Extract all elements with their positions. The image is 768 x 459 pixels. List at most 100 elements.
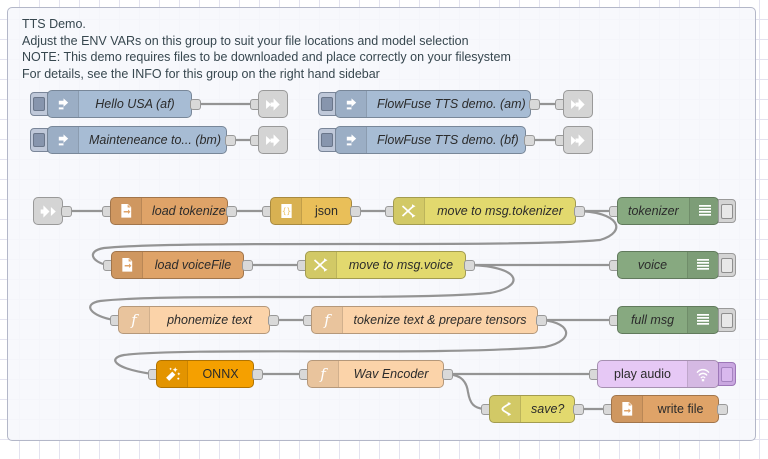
function-f-icon: f xyxy=(119,307,150,333)
output-port-wav-encoder[interactable] xyxy=(442,369,453,380)
debug-lines-icon xyxy=(688,198,718,224)
inject-button-glyph xyxy=(321,97,333,111)
link-out-icon xyxy=(564,127,592,153)
svg-text:f: f xyxy=(323,312,332,328)
node-json[interactable]: {} json xyxy=(270,197,352,225)
group-comment: TTS Demo. Adjust the ENV VARs on this gr… xyxy=(22,17,511,81)
node-file-write[interactable]: write file xyxy=(611,395,719,423)
debug-toggle-voice[interactable] xyxy=(718,253,736,277)
debug-toggle-full-msg[interactable] xyxy=(718,308,736,332)
inject-button-hello-usa[interactable] xyxy=(30,92,48,116)
change-shuffle-icon xyxy=(394,198,425,224)
node-debug-tokenizer[interactable]: tokenizer xyxy=(617,197,719,225)
output-port-onnx[interactable] xyxy=(252,369,263,380)
node-label: move to msg.voice xyxy=(348,258,454,272)
output-port-json[interactable] xyxy=(350,206,361,217)
function-f-icon: f xyxy=(308,361,339,387)
node-link-out-2[interactable] xyxy=(258,126,288,154)
node-inject-maintenance[interactable]: Mainteneance to... (bm) xyxy=(47,126,227,154)
debug-toggle-tokenizer[interactable] xyxy=(718,199,736,223)
node-link-out-1[interactable] xyxy=(258,90,288,118)
node-debug-full-msg[interactable]: full msg xyxy=(617,306,719,334)
output-port-change-voice[interactable] xyxy=(464,260,475,271)
file-in-icon xyxy=(111,198,142,224)
node-link-out-4[interactable] xyxy=(563,126,593,154)
node-inject-flowfuse-bf[interactable]: FlowFuse TTS demo. (bf) xyxy=(335,126,526,154)
node-label: write file xyxy=(657,402,704,416)
output-port-save[interactable] xyxy=(573,404,584,415)
node-change-move-voice[interactable]: move to msg.voice xyxy=(305,251,466,279)
node-label: tokenizer xyxy=(628,204,679,218)
output-port-load-tokenizer[interactable] xyxy=(226,206,237,217)
node-label: Mainteneance to... (bm) xyxy=(89,133,222,147)
node-label: full msg xyxy=(630,313,675,327)
node-label: save? xyxy=(531,402,565,416)
node-label: voice xyxy=(637,258,668,272)
json-braces-icon: {} xyxy=(271,198,302,224)
output-port-write-file[interactable] xyxy=(717,404,728,415)
output-port-change-tokenizer[interactable] xyxy=(574,206,585,217)
debug-toggle-glyph xyxy=(721,257,733,273)
inject-button-flowfuse-am[interactable] xyxy=(318,92,336,116)
node-inject-hello-usa[interactable]: Hello USA (af) xyxy=(47,90,192,118)
output-port-tokenize[interactable] xyxy=(536,315,547,326)
node-switch-save[interactable]: save? xyxy=(489,395,575,423)
node-label: load tokenizer xyxy=(152,204,228,218)
node-function-phonemize[interactable]: f phonemize text xyxy=(118,306,270,334)
change-shuffle-icon xyxy=(306,252,337,278)
inject-button-flowfuse-bf[interactable] xyxy=(318,128,336,152)
node-label: Hello USA (af) xyxy=(95,97,175,111)
output-port-load-voicefile[interactable] xyxy=(242,260,253,271)
debug-lines-icon xyxy=(687,307,718,333)
svg-text:{}: {} xyxy=(281,207,290,216)
node-function-wav-encoder[interactable]: f Wav Encoder xyxy=(307,360,444,388)
output-port-inject-hello-usa[interactable] xyxy=(190,99,201,110)
inject-arrow-icon xyxy=(48,91,79,117)
inject-button-glyph xyxy=(33,133,45,147)
output-port-inject-flowfuse-am[interactable] xyxy=(529,99,540,110)
node-label: load voiceFile xyxy=(154,258,232,272)
node-inject-flowfuse-am[interactable]: FlowFuse TTS demo. (am) xyxy=(335,90,531,118)
node-debug-voice[interactable]: voice xyxy=(617,251,719,279)
node-label: move to msg.tokenizer xyxy=(437,204,563,218)
magic-wand-icon xyxy=(157,361,188,387)
debug-lines-icon xyxy=(687,252,718,278)
audio-toggle-play[interactable] xyxy=(718,362,736,386)
debug-toggle-glyph xyxy=(721,312,733,328)
file-in-icon xyxy=(112,252,143,278)
node-file-load-voicefile[interactable]: load voiceFile xyxy=(111,251,244,279)
inject-arrow-icon xyxy=(48,127,79,153)
node-change-move-tokenizer[interactable]: move to msg.tokenizer xyxy=(393,197,576,225)
svg-text:f: f xyxy=(130,312,139,328)
link-out-icon xyxy=(259,127,287,153)
sound-wave-icon xyxy=(687,361,718,387)
debug-toggle-glyph xyxy=(721,203,733,219)
node-link-out-3[interactable] xyxy=(563,90,593,118)
inject-button-glyph xyxy=(33,97,45,111)
node-label: tokenize text & prepare tensors xyxy=(353,313,527,327)
node-audio-play[interactable]: play audio xyxy=(597,360,719,388)
node-link-in-1[interactable] xyxy=(33,197,63,225)
link-out-icon xyxy=(259,91,287,117)
file-out-icon xyxy=(612,396,643,422)
function-f-icon: f xyxy=(312,307,343,333)
node-label: json xyxy=(315,204,338,218)
output-port-inject-flowfuse-bf[interactable] xyxy=(524,135,535,146)
node-label: FlowFuse TTS demo. (am) xyxy=(377,97,526,111)
inject-button-glyph xyxy=(321,133,333,147)
node-onnx[interactable]: ONNX xyxy=(156,360,254,388)
inject-button-maintenance[interactable] xyxy=(30,128,48,152)
output-port-inject-maintenance[interactable] xyxy=(225,135,236,146)
link-out-icon xyxy=(564,91,592,117)
output-port-phonemize[interactable] xyxy=(268,315,279,326)
inject-arrow-icon xyxy=(336,91,367,117)
node-label: play audio xyxy=(614,367,671,381)
node-label: Wav Encoder xyxy=(353,367,429,381)
switch-fork-icon xyxy=(490,396,521,422)
node-file-load-tokenizer[interactable]: load tokenizer xyxy=(110,197,228,225)
output-port-link-in-1[interactable] xyxy=(61,206,72,217)
node-function-tokenize[interactable]: f tokenize text & prepare tensors xyxy=(311,306,538,334)
node-label: FlowFuse TTS demo. (bf) xyxy=(377,133,519,147)
audio-toggle-glyph xyxy=(721,366,733,382)
